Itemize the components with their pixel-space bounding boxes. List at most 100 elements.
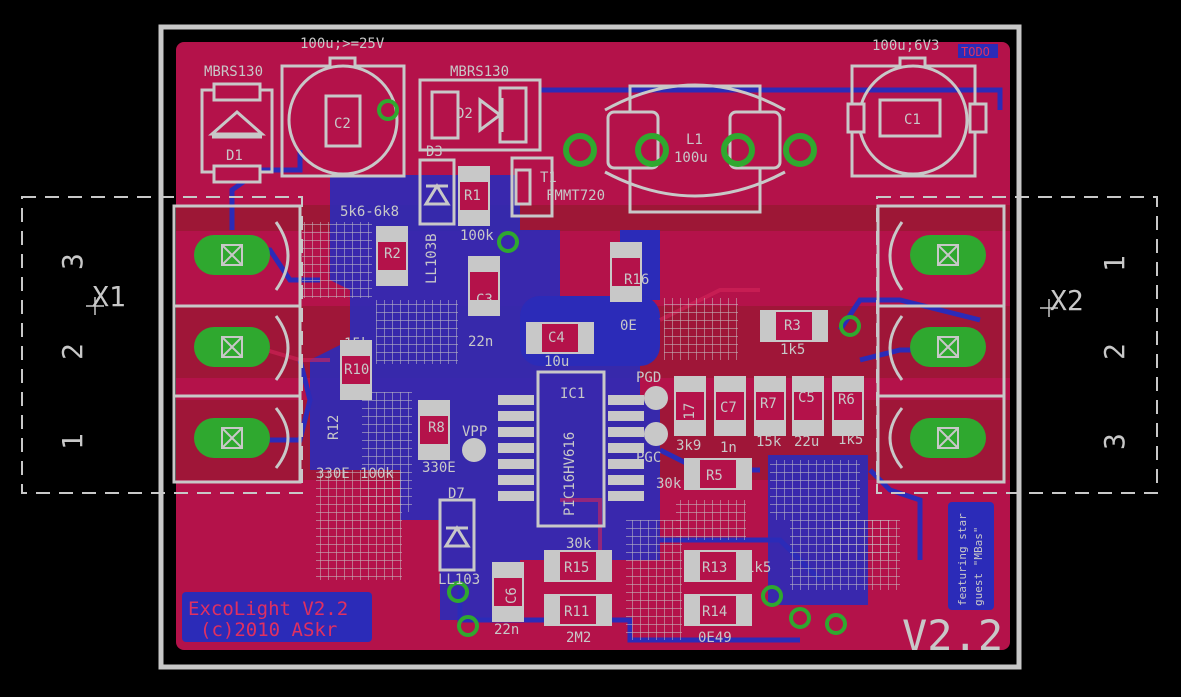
origin-cross [86,297,1058,317]
via [761,585,783,607]
label-pgc: PGC [636,450,661,466]
ic-pin [608,395,644,405]
hatched-footprint [626,520,682,640]
label-d2-value: MBRS130 [450,64,509,80]
label-l1-name: L1 [686,132,703,148]
x1-connector-outline [21,196,303,494]
ic-pin [608,411,644,421]
label-r17-name: R17 [682,403,698,428]
label-r7-value: 15k [756,434,782,450]
smd-part [754,376,786,436]
label-ic1-name: IC1 [560,386,585,402]
label-c3-name: C3 [476,292,493,308]
ic-pin [498,411,534,421]
hatched-footprint [302,222,372,298]
label-r11-name: R11 [564,604,589,620]
smd-part [492,562,524,622]
hatched-footprint [770,460,860,520]
label-c2-value: 100u;>=25V [300,36,385,52]
label-r12-name: R12 [326,415,342,440]
label-r16-value: 0E [620,318,637,334]
through-hole-pad [563,133,597,167]
label-r10-value: 15k [344,336,370,352]
pgc-testpoint[interactable] [644,422,668,446]
ic-pin [498,491,534,501]
label-r10-name: R10 [344,362,369,378]
smd-part [760,310,828,342]
label-r15-name: R15 [564,560,589,576]
c1-capacitor-outline [846,56,988,178]
label-d3-name: D3 [426,144,443,160]
t1-transistor-outline [510,156,554,218]
via [789,607,811,629]
ic-pin [498,459,534,469]
label-c5-value: 22u [794,434,819,450]
ic-pin [608,427,644,437]
label-r5-value: 30k [656,476,682,492]
label-vpp: VPP [462,424,487,440]
hatched-footprint [664,298,738,360]
ic1-chip [498,370,644,528]
d1-diode-outline [200,82,274,184]
through-hole-pad [721,133,755,167]
label-r8-value: 330E [422,460,456,476]
label-r11-value: 2M2 [566,630,591,646]
via [457,615,479,637]
x1-pin-3: 3 [56,253,89,270]
label-c6-value: 22n [494,622,519,638]
l1-inductor-outline [604,83,786,214]
smd-part [684,594,752,626]
label-r17-value: 3k9 [676,438,701,454]
vpp-testpoint[interactable] [462,438,486,462]
board-copyright: (c)2010 ASkr [200,619,337,641]
x1-pin-1: 1 [56,433,89,450]
label-r13-name: R13 [702,560,727,576]
pgd-testpoint[interactable] [644,386,668,410]
smd-parts [340,166,864,626]
x2-pin-1: 1 [1098,255,1131,272]
smd-part [610,242,642,302]
ic-pin [608,443,644,453]
label-c1-name: C1 [904,112,921,128]
board-title: ExcoLight V2.2 [188,598,348,620]
hatched-footprint [376,300,458,364]
terminal-pad [194,418,270,458]
via [825,613,847,635]
side-note-box [948,502,994,610]
side-note-line1: featuring star [956,513,969,606]
d7-diode-outline [438,498,476,572]
label-r12-value: 330E [316,466,350,482]
smd-part [340,340,372,400]
hatched-footprint [676,500,746,540]
terminal-pads [194,235,986,458]
x2-pin-2: 2 [1098,343,1131,360]
label-c7-value: 1n [720,440,737,456]
through-hole-pad [783,133,817,167]
smd-part [468,256,500,316]
x2-name: X2 [1050,284,1084,317]
smd-part [684,458,752,490]
label-d7-value: LL103 [438,572,480,588]
label-r14-value: 0E49 [698,630,732,646]
label-ic1-value: PIC16HV616 [562,432,578,516]
label-c2-name: C2 [334,116,351,132]
d3-diode-outline [418,158,456,226]
vias [377,99,861,637]
component-labels: MBRS130D1100u;>=25VC2MBRS130D2100u;6V3C1… [204,36,939,646]
label-r1-name: R1 [464,188,481,204]
terminal-pad [194,327,270,367]
board-outline [158,24,1022,670]
label-r1-value: 100k [460,228,494,244]
via [839,315,861,337]
terminal-pad [910,235,986,275]
label-r13-value: 1k5 [746,560,771,576]
label-r8-name: R8 [428,420,445,436]
hatched-footprint [362,392,412,512]
smd-part [418,400,450,460]
bottom-copper-zone [310,175,660,620]
smd-part [832,376,864,436]
via [377,99,399,121]
label-d2-name: D2 [456,106,473,122]
hatched-footprint [830,520,890,560]
